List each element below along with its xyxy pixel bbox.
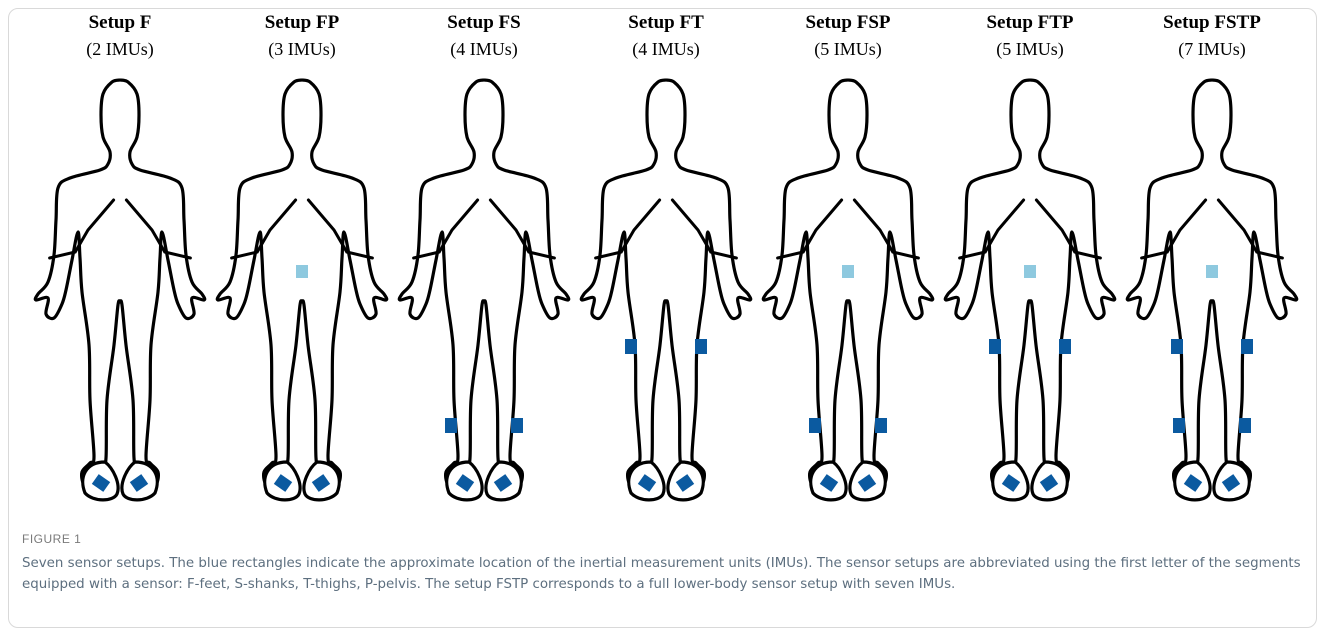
setup-title: Setup FT bbox=[628, 12, 704, 33]
thigh-imu-sensor bbox=[989, 339, 1001, 354]
setup-figure: Setup FT (4 IMUs) bbox=[581, 12, 750, 500]
setup-imu-count: (5 IMUs) bbox=[996, 39, 1064, 60]
setup-figure: Setup FTP (5 IMUs) bbox=[945, 12, 1114, 500]
setup-figure: Setup F (2 IMUs) bbox=[35, 12, 204, 500]
figure-label: FIGURE 1 bbox=[22, 532, 81, 546]
thigh-imu-sensor bbox=[1241, 339, 1253, 354]
setup-figure: Setup FS (4 IMUs) bbox=[399, 12, 568, 500]
setup-imu-count: (2 IMUs) bbox=[86, 39, 154, 60]
setup-title: Setup FTP bbox=[986, 12, 1073, 33]
shank-imu-sensor bbox=[1239, 418, 1251, 433]
body-outline bbox=[217, 80, 386, 485]
body-outline bbox=[1127, 80, 1296, 485]
setup-figure: Setup FP (3 IMUs) bbox=[217, 12, 386, 500]
body-outline bbox=[35, 80, 204, 485]
setup-imu-count: (3 IMUs) bbox=[268, 39, 336, 60]
setup-figure: Setup FSP (5 IMUs) bbox=[763, 12, 932, 500]
pelvis-imu-sensor bbox=[1206, 265, 1218, 278]
setup-title: Setup FSTP bbox=[1163, 12, 1261, 33]
setup-imu-count: (7 IMUs) bbox=[1178, 39, 1246, 60]
setup-imu-count: (4 IMUs) bbox=[450, 39, 518, 60]
thigh-imu-sensor bbox=[695, 339, 707, 354]
setup-imu-count: (4 IMUs) bbox=[632, 39, 700, 60]
shank-imu-sensor bbox=[445, 418, 457, 433]
setup-title: Setup FP bbox=[265, 12, 340, 33]
setup-title: Setup FSP bbox=[806, 12, 891, 33]
setup-imu-count: (5 IMUs) bbox=[814, 39, 882, 60]
pelvis-imu-sensor bbox=[1024, 265, 1036, 278]
body-outline bbox=[763, 80, 932, 485]
body-outline bbox=[399, 80, 568, 485]
body-outline bbox=[945, 80, 1114, 485]
setup-title: Setup FS bbox=[447, 12, 520, 33]
body-outline bbox=[581, 80, 750, 485]
setup-title: Setup F bbox=[89, 12, 152, 33]
sensor-setups-diagram: Setup F (2 IMUs) Setup FP (3 IMUs) Setup FS (… bbox=[0, 0, 1326, 520]
shank-imu-sensor bbox=[809, 418, 821, 433]
shank-imu-sensor bbox=[875, 418, 887, 433]
shank-imu-sensor bbox=[511, 418, 523, 433]
thigh-imu-sensor bbox=[625, 339, 637, 354]
figure-caption: Seven sensor setups. The blue rectangles… bbox=[22, 553, 1307, 595]
shank-imu-sensor bbox=[1173, 418, 1185, 433]
pelvis-imu-sensor bbox=[842, 265, 854, 278]
pelvis-imu-sensor bbox=[296, 265, 308, 278]
thigh-imu-sensor bbox=[1171, 339, 1183, 354]
setup-figure: Setup FSTP (7 IMUs) bbox=[1127, 12, 1296, 500]
thigh-imu-sensor bbox=[1059, 339, 1071, 354]
